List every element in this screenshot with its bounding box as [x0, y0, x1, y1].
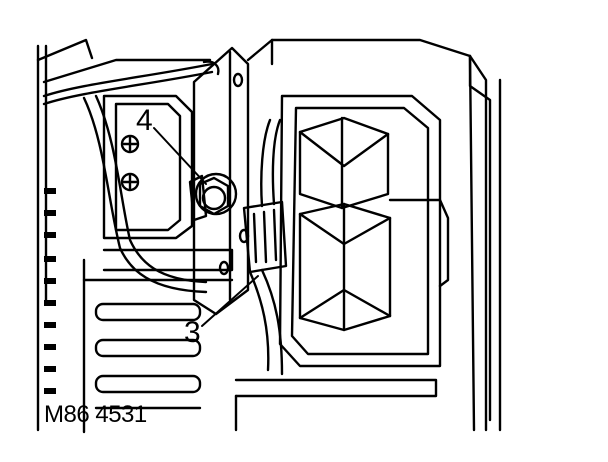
louvre-block — [82, 258, 234, 434]
vent-slats — [44, 188, 56, 394]
figure-code: M86 4531 — [44, 401, 147, 428]
frame-edges — [468, 54, 502, 432]
leader-lines — [153, 127, 259, 327]
mounting-bracket — [192, 46, 250, 316]
callout-4: 4 — [136, 104, 153, 137]
fixing-nut — [188, 172, 238, 222]
motor-body — [102, 94, 234, 272]
wiring-loom — [42, 60, 220, 294]
callout-3: 3 — [184, 316, 201, 349]
electrical-connector — [242, 118, 288, 376]
blower-cage — [278, 94, 450, 368]
